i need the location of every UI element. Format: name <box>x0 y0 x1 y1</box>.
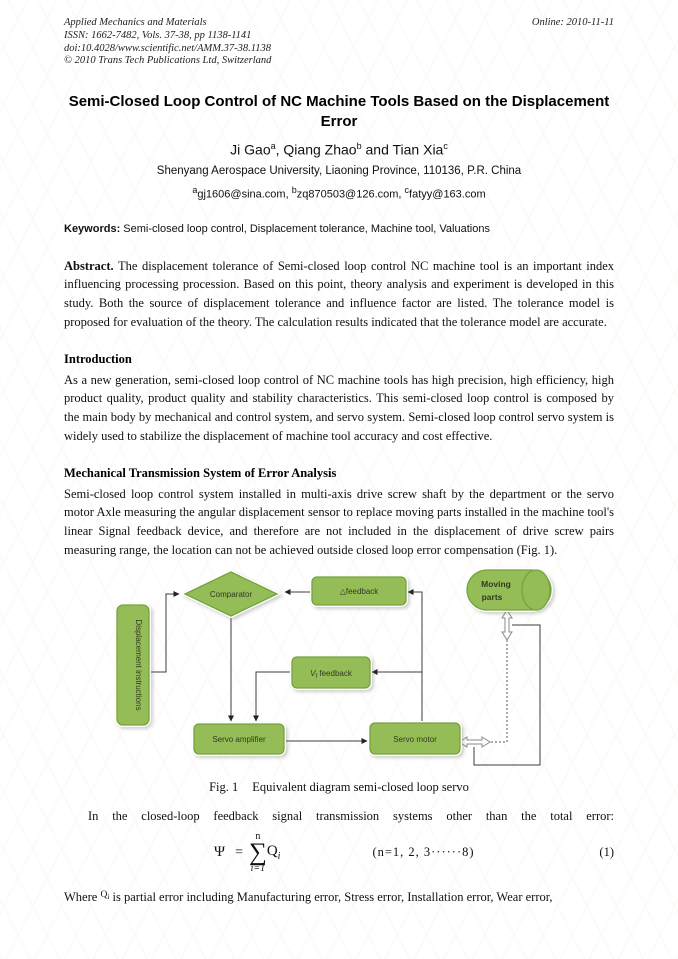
journal-copyright: © 2010 Trans Tech Publications Ltd, Swit… <box>64 55 272 67</box>
equation-main: Ψ = n ∑ i=1 Qi <box>214 830 281 874</box>
author-1-sup: a <box>270 141 276 152</box>
delta-feedback-label: △feedback <box>340 587 380 596</box>
servo-motor-label: Servo motor <box>393 735 437 744</box>
comparator-node <box>183 570 279 617</box>
journal-info: Applied Mechanics and Materials ISSN: 16… <box>64 17 271 68</box>
journal-name: Applied Mechanics and Materials <box>64 17 207 28</box>
keywords-line: Keywords: Semi-closed loop control, Disp… <box>64 222 490 235</box>
where-line: Where Qi is partial error including Manu… <box>64 890 553 904</box>
author-1: Ji Gao <box>230 141 271 158</box>
line-displacement-to-comparator <box>149 590 180 672</box>
comparator-label: Comparator <box>210 590 253 599</box>
line-servomotor-to-deltafeedback <box>407 588 423 723</box>
author-3: Tian Xia <box>392 141 444 158</box>
introduction-body: As a new generation, semi-closed loop co… <box>64 372 614 443</box>
equation-row: Ψ = n ∑ i=1 Qi (n=1, 2, 3······8) (1) <box>64 830 614 875</box>
diagram-nodes: Displacement instructions Comparator △fe… <box>115 567 553 756</box>
online-date: Online: 2010-11-11 <box>531 17 614 28</box>
email-2: zq870503@126.com <box>296 188 399 201</box>
servo-motor-node <box>369 721 461 755</box>
summation-symbol: n ∑ i=1 <box>248 830 267 874</box>
moving-parts-label-2: parts <box>482 592 503 602</box>
servo-diagram-svg: Displacement instructions Comparator △fe… <box>115 567 553 765</box>
email-1: gj1606@sina.com <box>197 188 286 201</box>
v-feedback-label: Vf feedback <box>310 669 353 680</box>
line-vfeedback-to-servoamplifier <box>253 671 292 721</box>
email-3: fatyy@163.com <box>409 188 486 201</box>
figure-caption-label: Fig. 1 <box>209 779 239 794</box>
displacement-instructions-label: Displacement instructions <box>134 619 143 710</box>
equation-number: (1) <box>599 845 614 860</box>
authors-line: Ji Gaoa, Qiang Zhaob and Tian Xiac <box>230 141 448 158</box>
v-feedback-node <box>291 655 371 689</box>
section-heading-mechanical: Mechanical Transmission System of Error … <box>64 465 337 480</box>
page-content: Applied Mechanics and Materials ISSN: 16… <box>64 17 614 904</box>
moving-parts-cylinder-end <box>521 568 551 611</box>
page-title: Semi-Closed Loop Control of NC Machine T… <box>68 93 610 130</box>
where-q-term: Qi <box>100 890 110 901</box>
line-dashed-coupling <box>490 639 508 742</box>
author-2: Qiang Zhao <box>283 141 357 158</box>
abstract-label: Abstract. <box>64 258 114 273</box>
journal-issn: ISSN: 1662-7482, Vols. 37-38, pp 1138-11… <box>64 29 252 41</box>
line-mechanical-loop <box>473 624 541 765</box>
delta-feedback-node <box>311 575 407 606</box>
psi-symbol: Ψ <box>214 844 226 861</box>
figure-caption: Fig. 1 Equivalent diagram semi-closed loo… <box>64 780 614 795</box>
equation-condition: (n=1, 2, 3······8) <box>372 845 475 860</box>
emails-line: agj1606@sina.com, bzq870503@126.com, cfa… <box>192 184 486 201</box>
displacement-instructions-node <box>116 603 150 726</box>
affiliation: Shenyang Aerospace University, Liaoning … <box>156 164 522 177</box>
figure-1-diagram: Displacement instructions Comparator △fe… <box>64 566 614 778</box>
moving-parts-label-1: Moving <box>481 579 511 589</box>
q-term: Qi <box>266 843 281 863</box>
equation-intro-line: In the closed-loop feedback signal trans… <box>88 808 614 823</box>
servo-amplifier-label: Servo amplifier <box>212 735 266 744</box>
section-heading-introduction: Introduction <box>64 351 132 366</box>
keywords-label: Keywords: <box>64 222 121 235</box>
hollow-vertical-arrow <box>501 608 513 641</box>
author-3-sup: c <box>443 141 448 152</box>
servo-amplifier-node <box>193 722 285 755</box>
journal-header: Applied Mechanics and Materials ISSN: 16… <box>64 17 614 68</box>
hollow-horizontal-arrow <box>458 735 491 748</box>
author-2-sup: b <box>356 141 362 152</box>
mechanical-body: Semi-closed loop control system installe… <box>64 486 614 557</box>
abstract-paragraph: Abstract. The displacement tolerance of … <box>64 258 614 329</box>
figure-caption-text: Equivalent diagram semi-closed loop serv… <box>252 779 469 794</box>
journal-doi: doi:10.4028/www.scientific.net/AMM.37-38… <box>64 42 271 54</box>
